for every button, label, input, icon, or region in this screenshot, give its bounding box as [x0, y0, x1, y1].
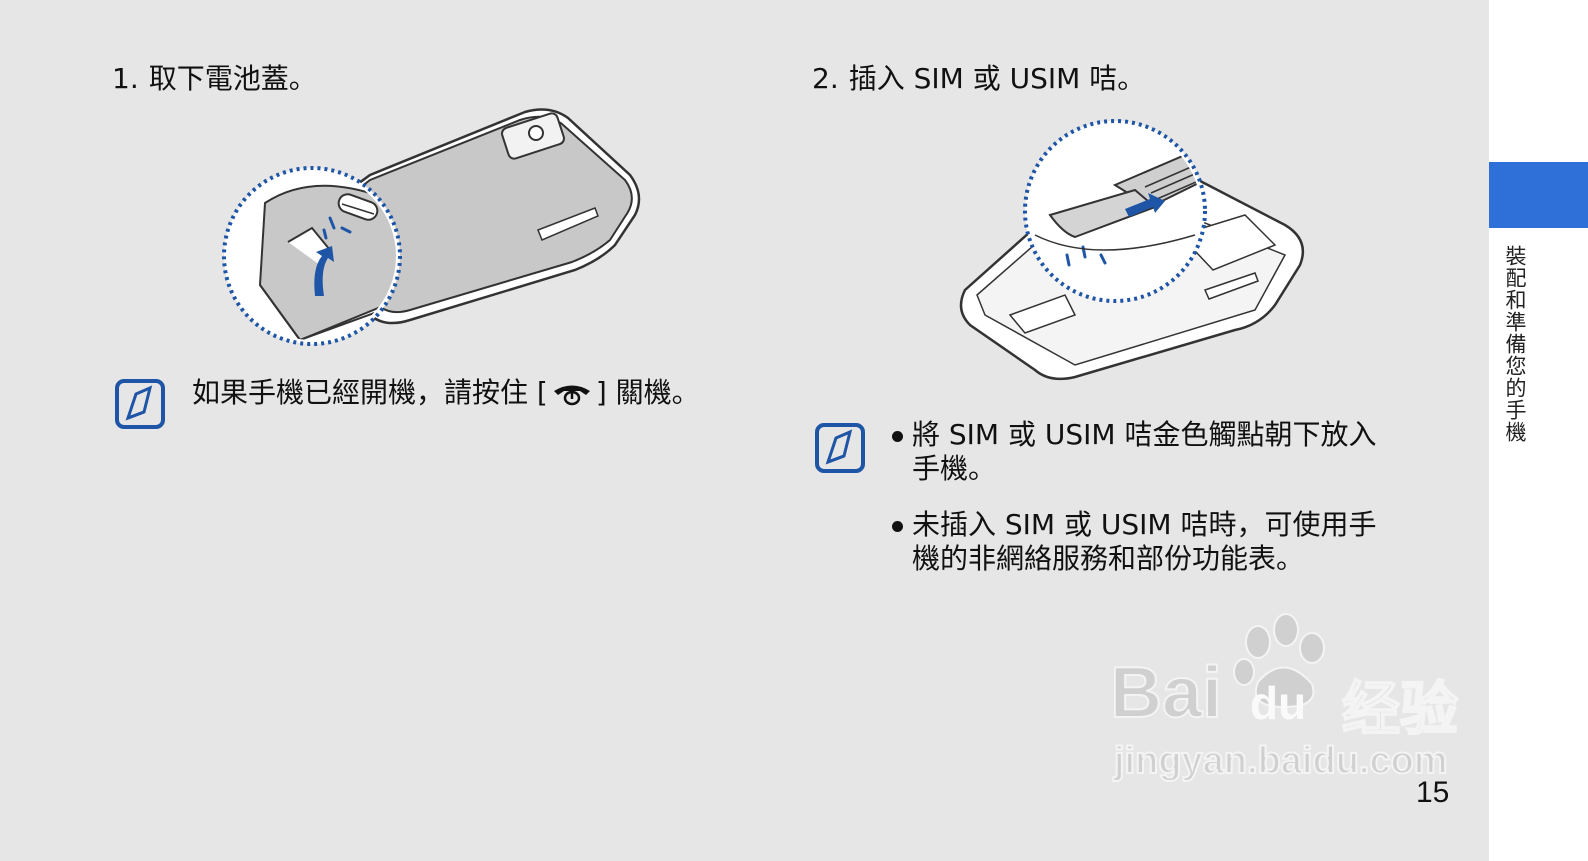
insert-sim-illustration [959, 119, 1305, 381]
step-number: 1. [112, 62, 139, 95]
end-power-key-icon [553, 385, 590, 406]
step-text: 插入 SIM 或 USIM 咭。 [848, 62, 1146, 95]
chapter-title: 裝配和準備您的手機 [1503, 245, 1527, 443]
bullet-line: 手機。 [912, 452, 997, 485]
watermark-url: jingyan.baidu.com [1113, 739, 1449, 783]
bullet-line: 將 SIM 或 USIM 咭金色觸點朝下放入 [912, 418, 1377, 451]
note-icon [115, 379, 165, 429]
chapter-tab [1489, 162, 1588, 228]
list-item: 將 SIM 或 USIM 咭金色觸點朝下放入 手機。 [890, 418, 1376, 486]
note-power-off: 如果手機已經開機，請按住 [ ] 關機。 [192, 376, 700, 410]
step-number: 2. [812, 62, 839, 95]
note-text-after: ] 關機。 [595, 376, 700, 409]
remove-battery-cover-illustration [222, 108, 641, 346]
bullet-line: 未插入 SIM 或 USIM 咭時，可使用手 [912, 508, 1377, 541]
step-text: 取下電池蓋。 [148, 62, 317, 95]
note-text-before: 如果手機已經開機，請按住 [ [192, 376, 548, 409]
watermark-cn: 经验 [1341, 676, 1459, 743]
list-item: 未插入 SIM 或 USIM 咭時，可使用手 機的非網絡服務和部份功能表。 [890, 508, 1376, 576]
step-1-heading: 1. 取下電池蓋。 [112, 62, 317, 96]
note-icon [815, 423, 865, 473]
bullet-line: 機的非網絡服務和部份功能表。 [912, 542, 1305, 575]
baidu-watermark: Bai du 经验 jingyan.baidu.com [1109, 612, 1480, 792]
watermark-brand-suffix: du [1250, 677, 1307, 729]
note-sim-tips: 將 SIM 或 USIM 咭金色觸點朝下放入 手機。 未插入 SIM 或 USI… [890, 418, 1376, 598]
step-2-heading: 2. 插入 SIM 或 USIM 咭。 [812, 62, 1145, 96]
paw-logo-icon [1233, 613, 1325, 709]
page-number: 15 [1416, 776, 1450, 809]
watermark-brand: Bai [1109, 652, 1223, 734]
chapter-margin [1489, 0, 1588, 861]
